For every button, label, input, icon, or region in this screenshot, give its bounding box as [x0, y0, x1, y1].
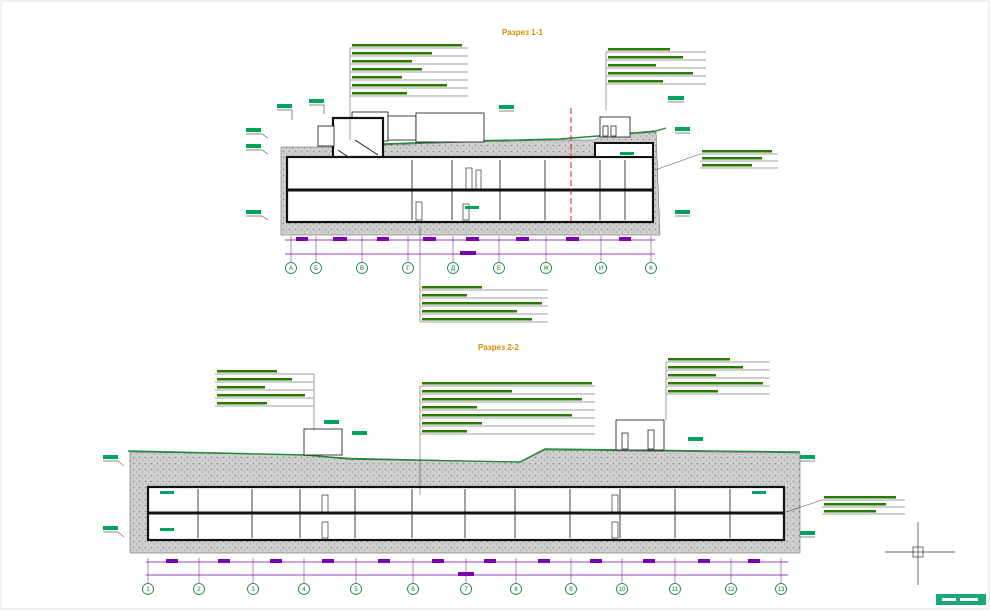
section-1-axis-bubble-2 — [310, 262, 322, 274]
callout-right-2 — [665, 361, 770, 420]
level-marks-2 — [103, 420, 815, 535]
section-1-axis-label-2: Б — [314, 266, 318, 272]
grass-line-2 — [127, 448, 801, 463]
section-1-axis-bubble-4 — [402, 262, 414, 274]
interior-doors-1 — [415, 167, 482, 221]
section-2-axis-label-9: 9 — [569, 587, 573, 593]
section-1-1: Разрез 1-1 — [246, 28, 778, 323]
callout-right-1-text — [608, 48, 693, 83]
callout-right-1 — [605, 51, 706, 110]
section-1-title: Разрез 1-1 — [502, 28, 543, 37]
callout-roof-1 — [349, 47, 468, 140]
callout-right-2-text — [668, 358, 763, 393]
callout-roof-1-text — [352, 44, 462, 95]
level-marks-1 — [246, 96, 690, 214]
section-2-axis-bubble-3 — [247, 583, 259, 595]
section-2-axis-label-2: 2 — [197, 587, 201, 593]
section-1-axis-label-1: А — [289, 266, 293, 272]
section-2-axis-label-1: 1 — [146, 587, 150, 593]
section-1-axis-label-3: В — [360, 266, 364, 272]
dimension-values-2 — [166, 559, 760, 576]
roof-door-1 — [602, 125, 609, 137]
section-2-axis-bubble-11 — [669, 583, 681, 595]
cursor-crosshair-icon — [885, 522, 955, 585]
section-1-axis-label-4: Г — [406, 266, 410, 272]
section-1-axis-label-5: Д — [451, 266, 455, 272]
section-1-axis-bubble-8 — [595, 262, 607, 274]
section-2-axis-label-11: 11 — [672, 587, 679, 593]
callout-wall-2-text — [824, 496, 896, 513]
roof-pavilion-1b — [387, 115, 417, 141]
section-2-axis-label-12: 12 — [728, 587, 735, 593]
section-2-axis-label-7: 7 — [464, 587, 468, 593]
section-2-title: Разрез 2-2 — [478, 343, 519, 352]
callout-wall-1 — [654, 153, 778, 171]
callout-wall-1-text — [702, 150, 772, 167]
section-2-2: Разрез 2-2 — [103, 343, 905, 595]
callout-floor-1 — [419, 226, 548, 323]
section-2-axis-bubble-5 — [350, 583, 362, 595]
roof-pavilion-2a — [303, 428, 343, 456]
section-1-axis-bubble-3 — [356, 262, 368, 274]
callout-left-2 — [215, 373, 315, 430]
section-2-axis-bubble-10 — [616, 583, 628, 595]
status-stamp — [936, 594, 986, 605]
section-2-axis-bubble-6 — [407, 583, 419, 595]
section-1-axis-bubble-9 — [645, 262, 657, 274]
section-2-axis-label-3: 3 — [251, 587, 255, 593]
section-2-axis-label-13: 13 — [778, 587, 785, 593]
callout-left-2-text — [217, 370, 305, 405]
level-leaders-1 — [246, 101, 690, 221]
structure-step-1 — [594, 142, 654, 158]
section-2-axis-bubble-2 — [193, 583, 205, 595]
roof-pavilion-1c — [415, 112, 485, 143]
roof-pavilion-1d — [599, 116, 631, 138]
section-2-axis-bubble-12 — [725, 583, 737, 595]
section-2-axis-bubble-7 — [460, 583, 472, 595]
section-2-axis-bubble-1 — [142, 583, 154, 595]
roof-door-3 — [621, 432, 629, 450]
section-2-axis-label-10: 10 — [619, 587, 626, 593]
section-1-axis-label-7: Ж — [543, 266, 549, 272]
section-2-axis-bubble-9 — [565, 583, 577, 595]
section-1-axis-bubble-7 — [540, 262, 552, 274]
roof-door-4 — [647, 429, 655, 450]
roof-pavilion-2b — [615, 419, 665, 451]
callout-center-2-text — [422, 382, 592, 433]
section-1-axis-label-8: И — [599, 266, 603, 272]
columns-2 — [197, 489, 731, 538]
section-1-axis-bubble-5 — [447, 262, 459, 274]
dimension-values-1 — [296, 237, 631, 255]
section-2-axis-bubble-4 — [298, 583, 310, 595]
level-leaders-2 — [103, 460, 815, 538]
section-2-axis-label-4: 4 — [302, 587, 306, 593]
section-1-axis-bubble-6 — [493, 262, 505, 274]
section-2-axis-label-5: 5 — [354, 587, 358, 593]
section-2-axis-label-6: 6 — [411, 587, 415, 593]
callout-wall-2 — [785, 499, 905, 515]
section-1-axis-label-9: К — [649, 266, 653, 272]
roof-door-2 — [610, 125, 617, 137]
section-1-axis-label-6: Е — [497, 266, 501, 272]
section-1-axis-bubble-1 — [285, 262, 297, 274]
callout-floor-1-text — [422, 286, 542, 321]
stair-landing-1 — [317, 125, 335, 147]
callout-center-2 — [419, 385, 595, 495]
interior-doors-2 — [321, 494, 619, 539]
section-2-axis-label-8: 8 — [514, 587, 518, 593]
section-2-axis-bubble-8 — [510, 583, 522, 595]
section-2-axis-bubble-13 — [775, 583, 787, 595]
columns-1 — [411, 160, 626, 220]
